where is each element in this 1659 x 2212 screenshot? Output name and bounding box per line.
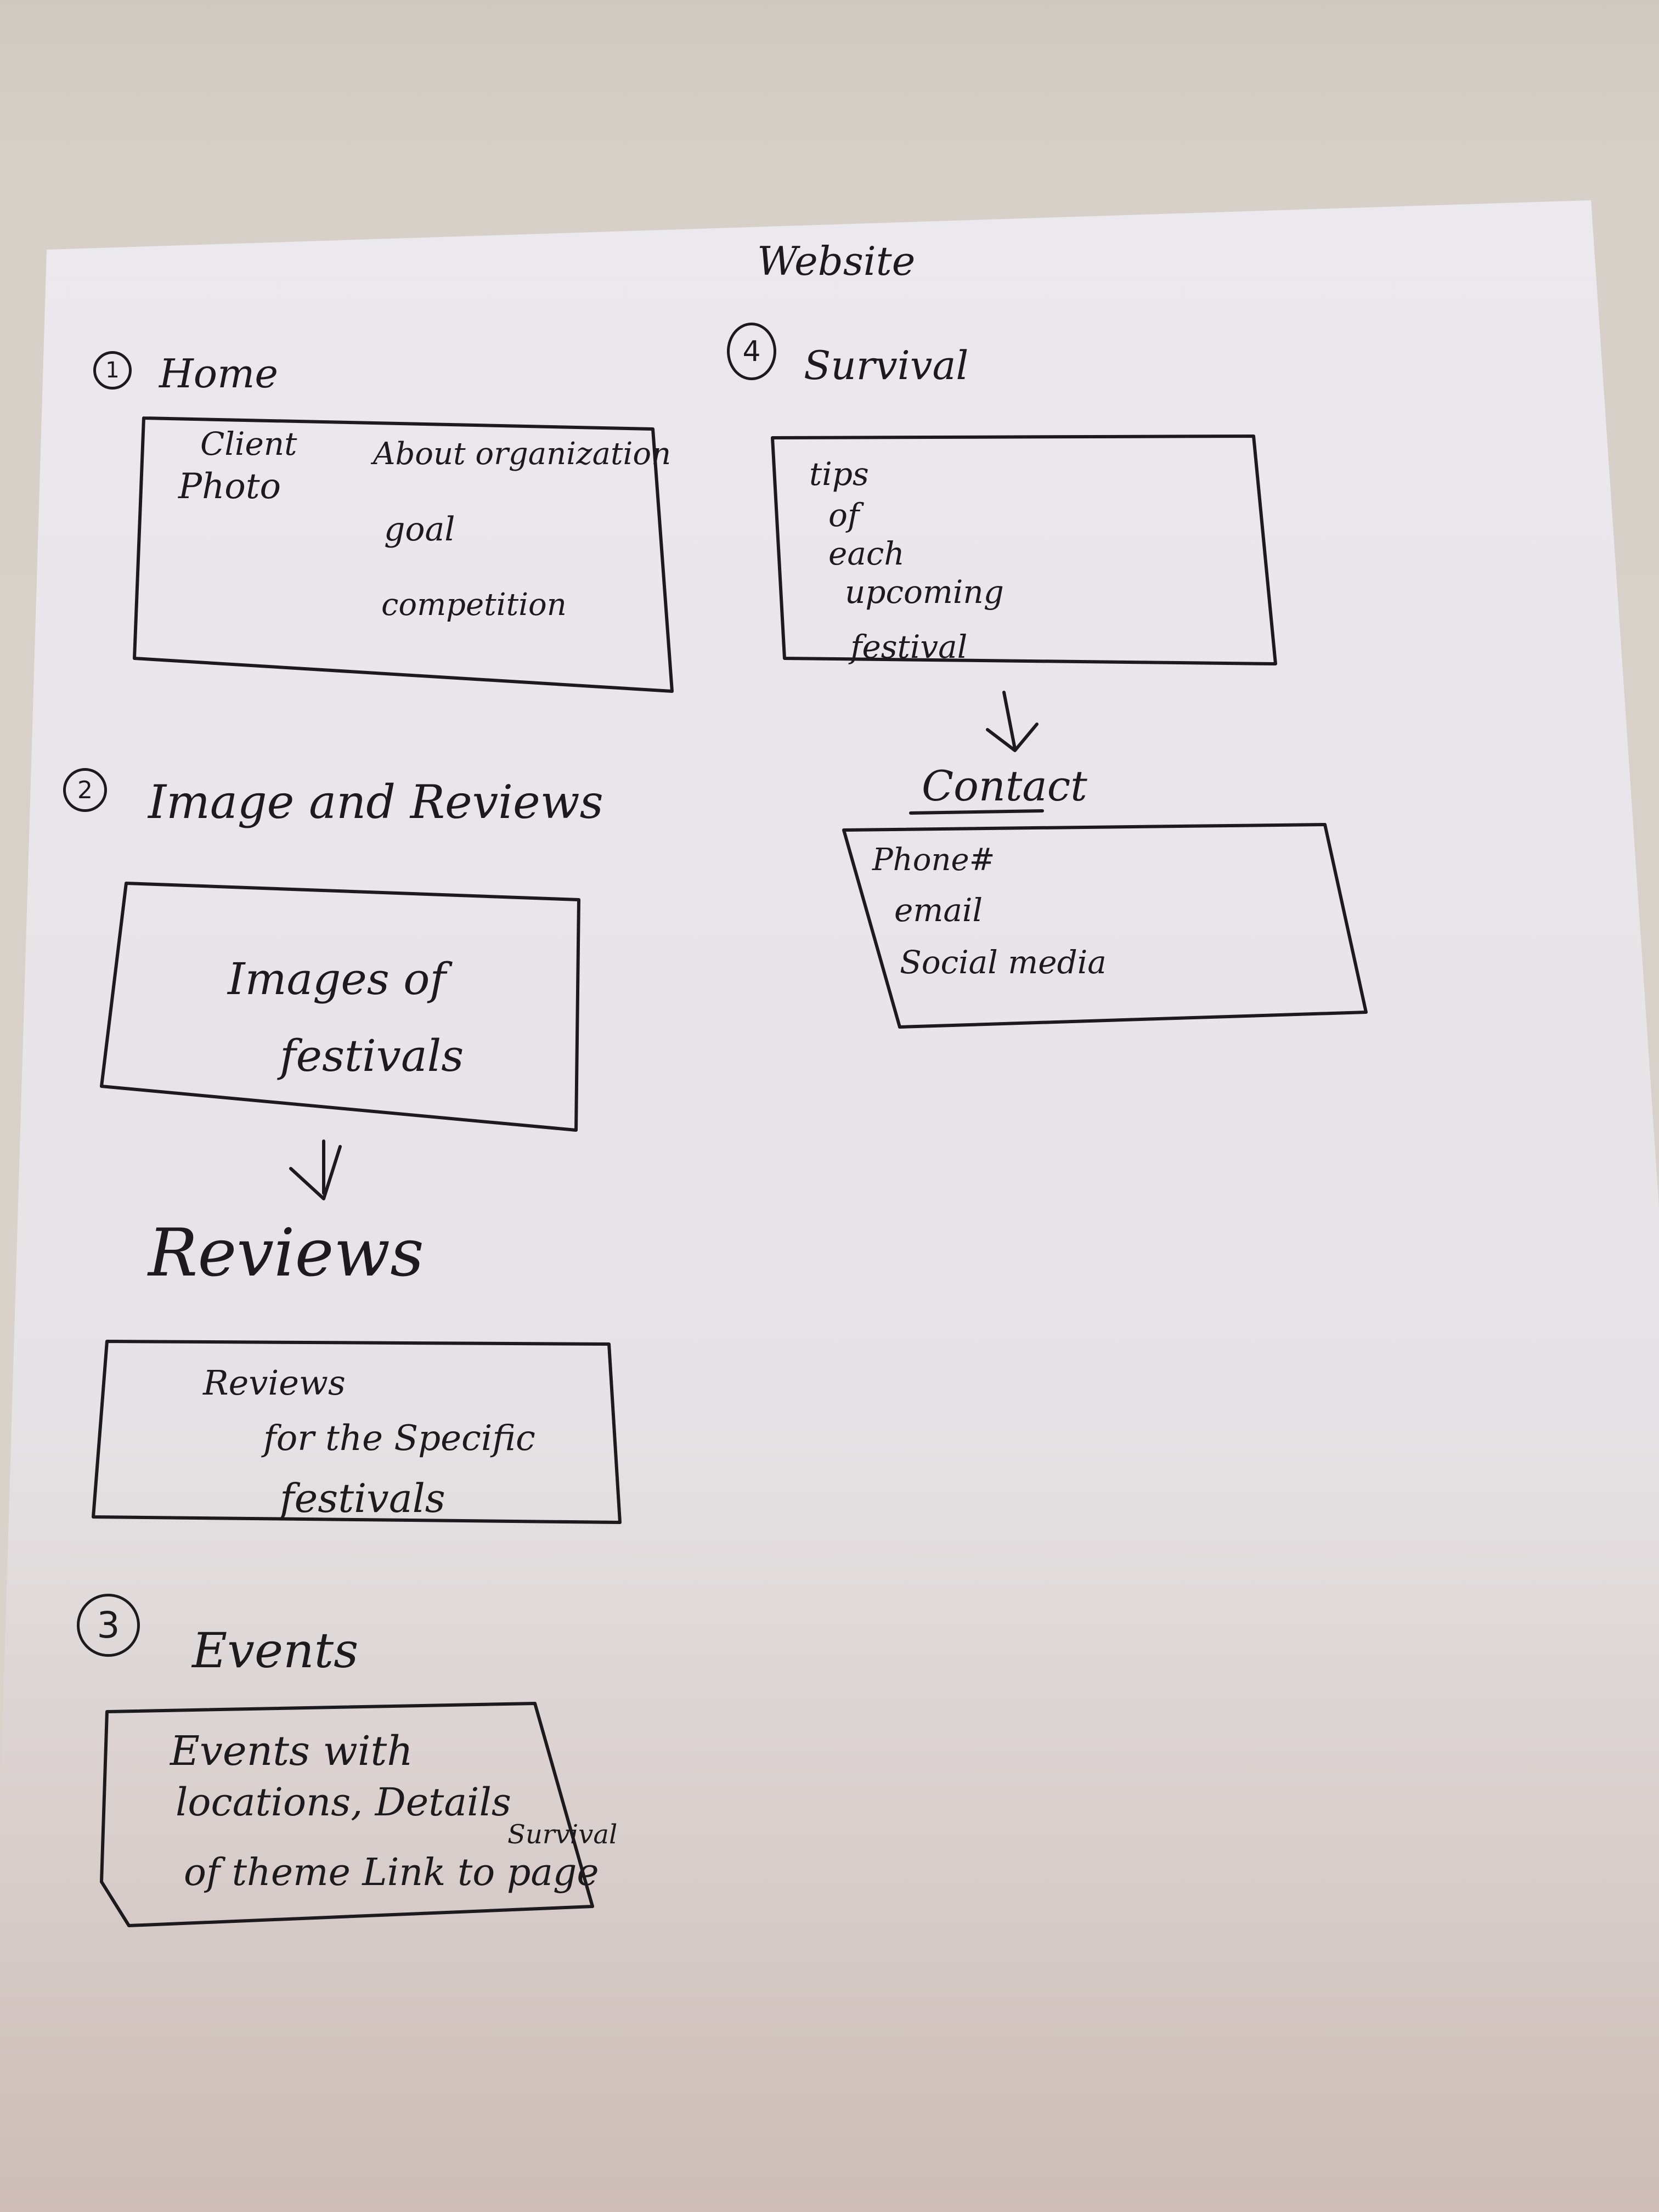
events-line-1: Events with — [170, 1728, 413, 1775]
home-line-photo: Photo — [178, 466, 281, 507]
contact-line-email: email — [894, 891, 983, 929]
contact-line-social: Social media — [900, 944, 1107, 981]
arrow-image-reviews — [289, 1139, 342, 1200]
events-insert-survival: Survival — [507, 1819, 618, 1850]
survival-box — [771, 435, 1277, 665]
events-line-2: locations, Details — [176, 1780, 511, 1825]
section-number-home: 1 — [93, 351, 132, 390]
section-number-survival: 4 — [727, 323, 776, 380]
events-box — [100, 1702, 594, 1927]
page-title: Website — [757, 238, 916, 284]
home-line-about: About organization — [373, 436, 672, 472]
events-heading: Events — [192, 1622, 359, 1679]
section-number-image-reviews: 2 — [63, 768, 107, 812]
section-number-events: 3 — [77, 1594, 140, 1657]
image-line-2: festivals — [280, 1030, 464, 1081]
survival-heading: Survival — [804, 342, 969, 388]
survival-line-each: each — [828, 535, 905, 572]
image-line-1: Images of — [228, 953, 446, 1005]
contact-heading: Contact — [922, 761, 1087, 810]
survival-line-festival: festival — [850, 628, 968, 665]
survival-line-of: of — [828, 496, 860, 534]
reviews-line-1: Reviews — [203, 1363, 346, 1403]
events-line-3: of theme Link to page — [184, 1851, 599, 1894]
survival-line-upcoming: upcoming — [845, 573, 1004, 611]
contact-line-phone: Phone# — [872, 842, 995, 878]
arrow-survival-contact — [986, 691, 1039, 752]
home-line-competition: competition — [381, 587, 567, 623]
home-line-goal: goal — [384, 510, 455, 549]
survival-line-tips: tips — [809, 455, 869, 493]
home-heading: Home — [159, 351, 279, 397]
reviews-heading: Reviews — [148, 1215, 424, 1291]
reviews-line-3: festivals — [280, 1475, 445, 1521]
reviews-line-2: for the Specific — [263, 1418, 535, 1459]
image-reviews-heading: Image and Reviews — [148, 775, 603, 829]
contact-box — [842, 823, 1368, 1029]
reviews-box — [92, 1340, 622, 1524]
home-box — [133, 416, 674, 693]
image-box — [100, 882, 580, 1132]
home-line-client: Client — [200, 425, 297, 462]
